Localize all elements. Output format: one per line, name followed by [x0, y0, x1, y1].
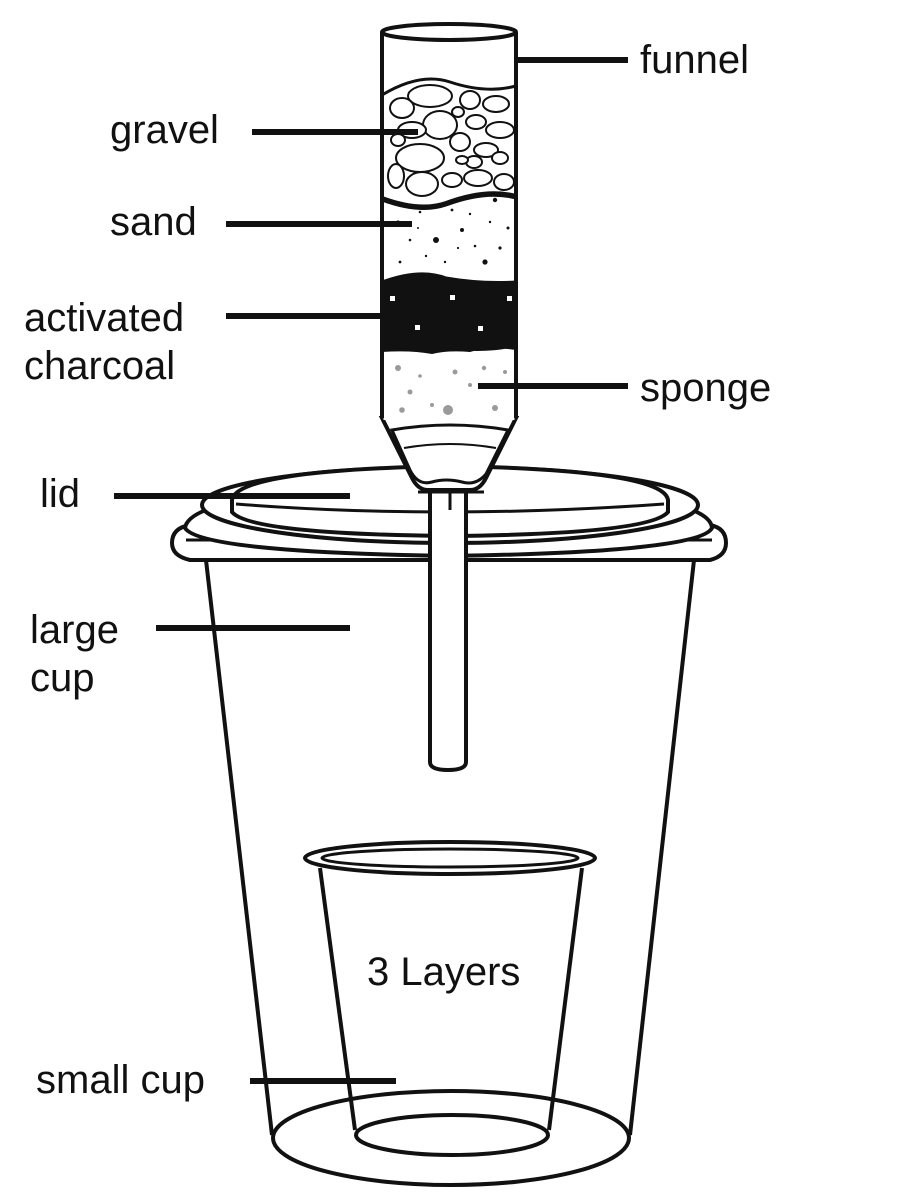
funnel-stem — [418, 490, 484, 773]
large-cup-label-line1: large — [30, 608, 119, 652]
activated-charcoal-label: activated charcoal — [24, 294, 184, 390]
sand-dots — [396, 197, 510, 265]
sponge-dots — [395, 365, 507, 415]
large-cup-label: large cup — [30, 606, 119, 702]
charcoal-specks — [390, 295, 512, 331]
funnel-label: funnel — [640, 38, 749, 82]
funnel — [378, 22, 520, 492]
large-cup-label-line2: cup — [30, 656, 95, 700]
sand-layer — [382, 193, 516, 284]
gravel-stones — [387, 84, 515, 197]
gravel-label: gravel — [110, 108, 219, 152]
small-cup — [303, 840, 597, 1157]
activated-charcoal-label-line2: charcoal — [24, 344, 176, 388]
small-cup-label: small cup — [36, 1058, 205, 1102]
lid-label: lid — [40, 472, 81, 516]
sponge-label: sponge — [640, 366, 772, 410]
small-cup-contents-label: 3 Layers — [367, 950, 521, 994]
activated-charcoal-label-line1: activated — [24, 296, 185, 340]
leader-lines — [114, 57, 628, 1084]
charcoal-layer — [382, 273, 516, 354]
sand-label: sand — [110, 200, 197, 244]
